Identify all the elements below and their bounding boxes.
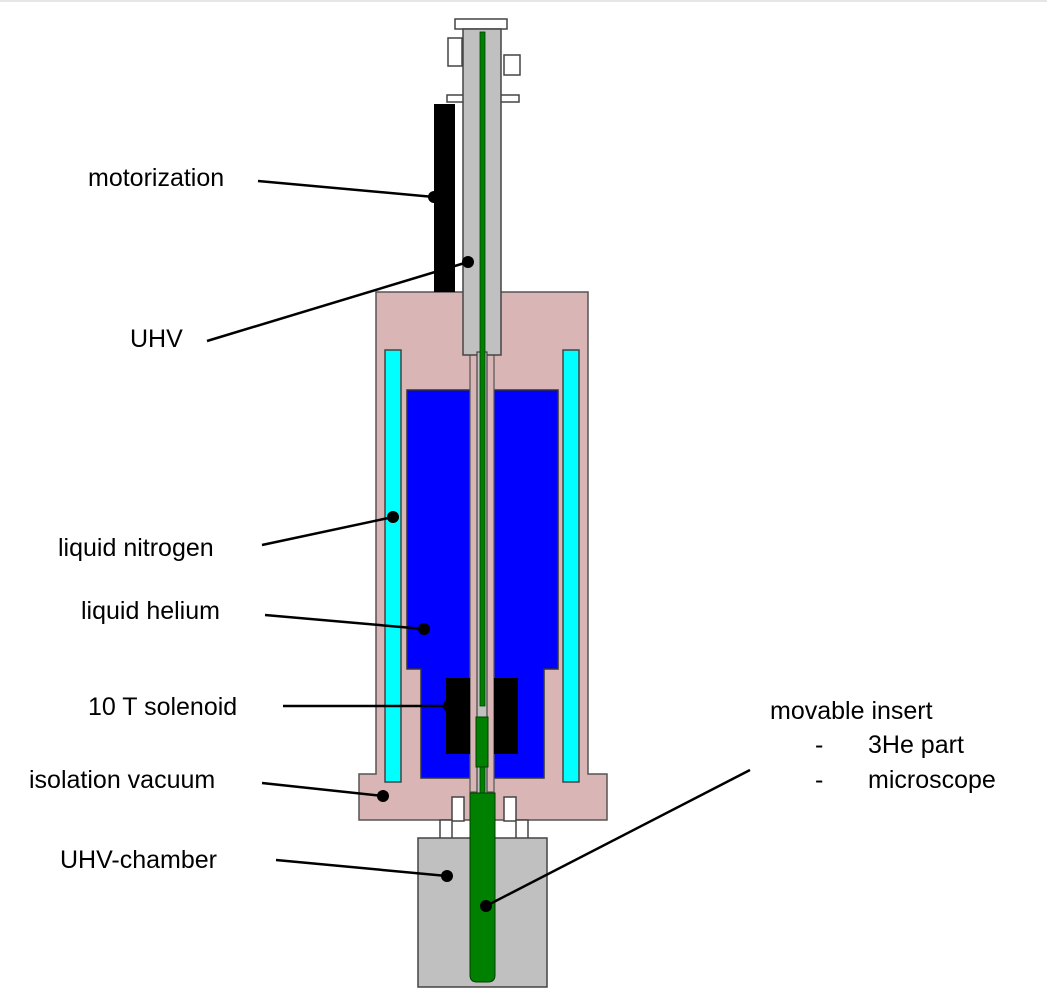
label-liquid-helium: liquid helium [81,597,220,625]
liquid-nitrogen-right [562,349,580,783]
side-valve-right [503,54,521,76]
solenoid-coil-right [494,678,518,754]
leader-uhv [206,260,469,343]
top-border [0,0,1047,2]
insert-item-bullet-2: - [815,766,823,794]
label-solenoid: 10 T solenoid [88,693,237,721]
insert-rod [479,31,486,707]
solenoid-coil-left [446,678,470,754]
side-valve-left [447,37,463,67]
label-liquid-nitrogen: liquid nitrogen [58,534,214,562]
leader-dots [377,191,492,912]
dot-movable-insert [480,900,492,912]
chamber-flange-right [515,819,529,841]
liquid-nitrogen-left [384,349,402,783]
leader-motorization [257,179,435,199]
insert-3he-part [475,716,489,768]
dot-liquid-helium [418,623,430,635]
neck-flange-right [503,796,517,822]
leader-liquid-helium [264,613,425,631]
insert-connector [479,766,486,794]
insert-item-text-2: microscope [868,766,996,794]
leader-isolation-vacuum [261,781,384,798]
dot-motorization [428,191,440,203]
leader-liquid-nitrogen [261,515,394,547]
insert-item-bullet-1: - [815,731,823,759]
leader-movable-insert [485,768,751,908]
label-isolation-vacuum: isolation vacuum [29,766,215,794]
motorization-bar [434,104,455,292]
label-movable-insert: movable insert [770,697,933,725]
label-motorization: motorization [88,164,224,192]
leader-lines [206,179,751,908]
neck-flange-left [451,796,465,822]
dot-isolation-vacuum [377,790,389,802]
dot-solenoid [443,700,455,712]
dot-uhv-chamber [441,870,453,882]
top-cap [454,18,508,30]
chamber-flange-left [439,819,453,841]
insert-microscope [469,792,496,983]
dot-uhv [462,256,474,268]
dot-liquid-nitrogen [387,511,399,523]
leader-uhv-chamber [275,858,448,878]
insert-item-text-1: 3He part [868,731,964,759]
label-uhv-chamber: UHV-chamber [60,846,217,874]
label-uhv: UHV [130,325,183,353]
